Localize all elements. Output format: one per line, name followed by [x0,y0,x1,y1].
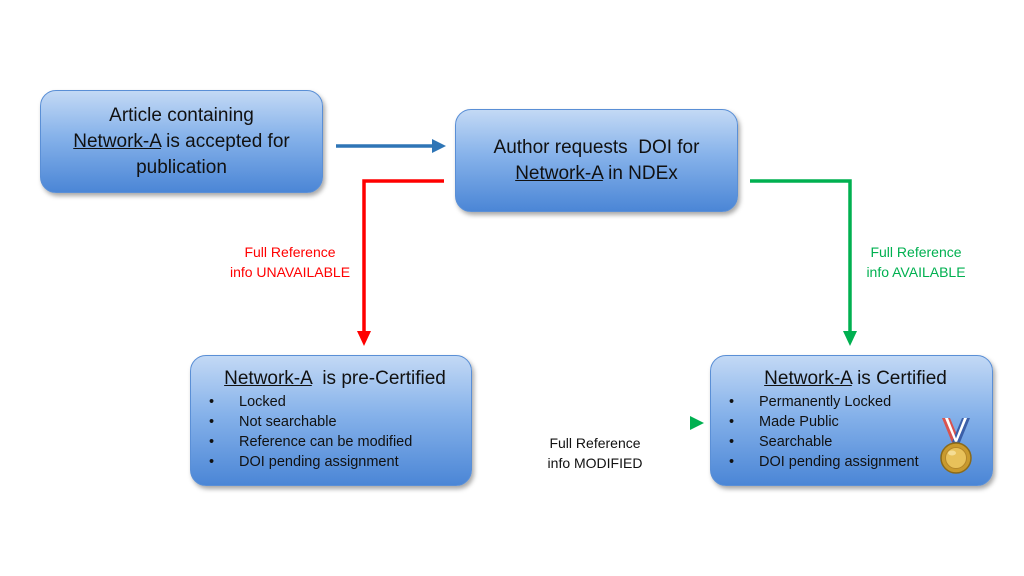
bullet-icon: • [729,454,735,470]
bullet-icon: • [209,434,215,450]
medal-icon [940,418,972,474]
list-item: •DOI pending assignment [209,454,399,470]
list-item: •Locked [209,394,286,410]
certified-list: •Permanently Locked •Made Public •Search… [729,392,982,472]
arrow-available [750,179,857,346]
bullet-icon: • [209,414,215,430]
network-name: Network-A [515,162,603,184]
bullet-icon: • [209,454,215,470]
article-line2: is accepted for [160,130,290,152]
list-item: •Reference can be modified [209,434,413,450]
article-line1: Article containing [109,104,254,126]
list-item: •Not searchable [209,414,337,430]
arrow-modified [484,416,704,430]
network-name: Network-A [224,368,312,389]
list-item: •Searchable [729,434,833,450]
label-unavailable: Full Reference info UNAVAILABLE [229,244,351,280]
request-doi-box: Author requests DOI for Network-A in NDE… [455,109,738,212]
request-line2: in NDEx [602,162,678,184]
bullet-icon: • [209,394,215,410]
pre-certified-list: •Locked •Not searchable •Reference can b… [209,392,461,472]
certified-box: Network-A is Certified •Permanently Lock… [710,355,993,486]
list-item: •Made Public [729,414,839,430]
list-item: •Permanently Locked [729,394,892,410]
label-modified: Full Reference info MODIFIED [547,435,643,471]
arrow-unavailable [357,179,444,346]
article-line3: publication [136,156,227,178]
arrow-accepted-to-request [336,139,446,153]
certified-title: Network-A is Certified [764,368,947,389]
bullet-icon: • [729,434,735,450]
label-available: Full Reference info AVAILABLE [866,244,966,280]
list-item: •DOI pending assignment [729,454,919,470]
request-line1: Author requests DOI for [493,136,700,158]
pre-certified-title: Network-A is pre-Certified [224,368,446,389]
bullet-icon: • [729,394,735,410]
pre-certified-box: Network-A is pre-Certified •Locked •Not … [190,355,472,486]
network-name: Network-A [73,130,161,152]
article-accepted-box: Article containing Network-A is accepted… [40,90,323,193]
network-name: Network-A [764,368,852,389]
bullet-icon: • [729,414,735,430]
